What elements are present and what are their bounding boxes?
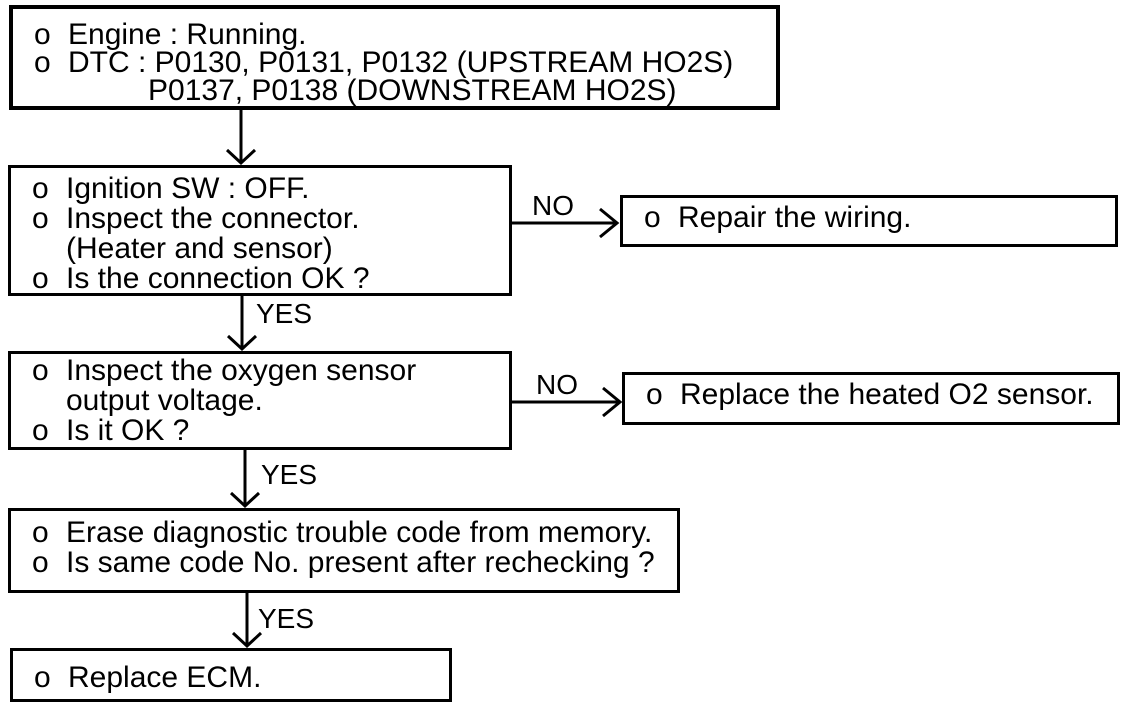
box-line: output voltage. <box>11 386 509 416</box>
box-line-text: Is it OK ? <box>66 414 190 447</box>
box-line-text: DTC : P0130, P0131, P0132 (UPSTREAM HO2S… <box>68 46 734 79</box>
arrow-inspect-voltage-yes <box>229 450 261 509</box>
box-line: o Erase diagnostic trouble code from mem… <box>11 518 677 548</box>
flow-box-replace-sensor: o Replace the heated O2 sensor. <box>622 372 1120 425</box>
flow-box-check-connection: o Ignition SW : OFF. o Inspect the conne… <box>8 165 512 296</box>
bullet-marker: o <box>646 378 663 411</box>
box-line-text: Ignition SW : OFF. <box>66 172 310 205</box>
box-line-text: P0137, P0138 (DOWNSTREAM HO2S) <box>148 74 677 107</box>
bullet-marker: o <box>644 201 661 234</box>
edge-label-erase-code-yes: YES <box>258 603 315 634</box>
box-line: o Is the connection OK ? <box>11 264 509 294</box>
box-line-text: Erase diagnostic trouble code from memor… <box>66 516 653 549</box>
box-line: o Replace the heated O2 sensor. <box>625 380 1117 410</box>
box-line: o Engine : Running. <box>13 18 776 51</box>
bullet-marker: o <box>32 202 49 235</box>
flow-box-repair-wiring: o Repair the wiring. <box>620 195 1118 247</box>
bullet-marker: o <box>32 414 49 447</box>
edge-label-inspect-voltage-no: NO <box>536 369 578 400</box>
box-line: o Replace ECM. <box>13 663 449 693</box>
box-line-text: Replace the heated O2 sensor. <box>680 378 1094 411</box>
bullet-marker: o <box>32 516 49 549</box>
bullet-marker <box>13 77 68 105</box>
box-line: o Inspect the connector. <box>11 204 509 234</box>
box-line-text: Engine : Running. <box>68 18 307 51</box>
box-line: o Is it OK ? <box>11 416 509 446</box>
arrow-check-connection-yes <box>226 296 258 352</box>
box-line-text: (Heater and sensor) <box>66 232 333 265</box>
box-line-text: Inspect the connector. <box>66 202 360 235</box>
arrow-start-to-check-connection <box>225 110 257 166</box>
edge-label-inspect-voltage-yes: YES <box>261 459 318 490</box>
edge-label-check-connection-no: NO <box>532 190 574 221</box>
bullet-marker <box>11 386 66 416</box>
box-line-text: Is the connection OK ? <box>66 262 370 295</box>
bullet-marker: o <box>34 46 51 79</box>
bullet-marker: o <box>34 18 51 51</box>
box-line: o Is same code No. present after recheck… <box>11 548 677 578</box>
arrow-inspect-voltage-no <box>512 386 623 418</box>
box-line: (Heater and sensor) <box>11 234 509 264</box>
box-line: o Ignition SW : OFF. <box>11 174 509 204</box>
arrow-erase-code-yes <box>231 593 263 649</box>
edge-label-check-connection-yes: YES <box>256 298 313 329</box>
flow-box-inspect-voltage: o Inspect the oxygen sensor output volta… <box>8 351 512 450</box>
box-line-text: Repair the wiring. <box>678 201 912 234</box>
box-line-text: Replace ECM. <box>68 661 262 694</box>
bullet-marker: o <box>32 262 49 295</box>
bullet-marker: o <box>32 546 49 579</box>
bullet-marker: o <box>34 661 51 694</box>
box-line-text: output voltage. <box>66 384 263 417</box>
box-line: o Repair the wiring. <box>623 203 1115 233</box>
flow-box-erase-code: o Erase diagnostic trouble code from mem… <box>8 508 680 593</box>
bullet-marker: o <box>32 172 49 205</box>
box-line-text: Is same code No. present after recheckin… <box>66 546 655 579</box>
arrow-check-connection-no <box>512 207 620 239</box>
flow-box-start-conditions: o Engine : Running. o DTC : P0130, P0131… <box>9 5 780 110</box>
bullet-marker: o <box>32 354 49 387</box>
box-line: P0137, P0138 (DOWNSTREAM HO2S) <box>13 74 776 107</box>
flow-box-replace-ecm: o Replace ECM. <box>10 648 452 702</box>
box-line: o Inspect the oxygen sensor <box>11 356 509 386</box>
bullet-marker <box>11 234 66 264</box>
box-line: o DTC : P0130, P0131, P0132 (UPSTREAM HO… <box>13 46 776 79</box>
box-line-text: Inspect the oxygen sensor <box>66 354 417 387</box>
